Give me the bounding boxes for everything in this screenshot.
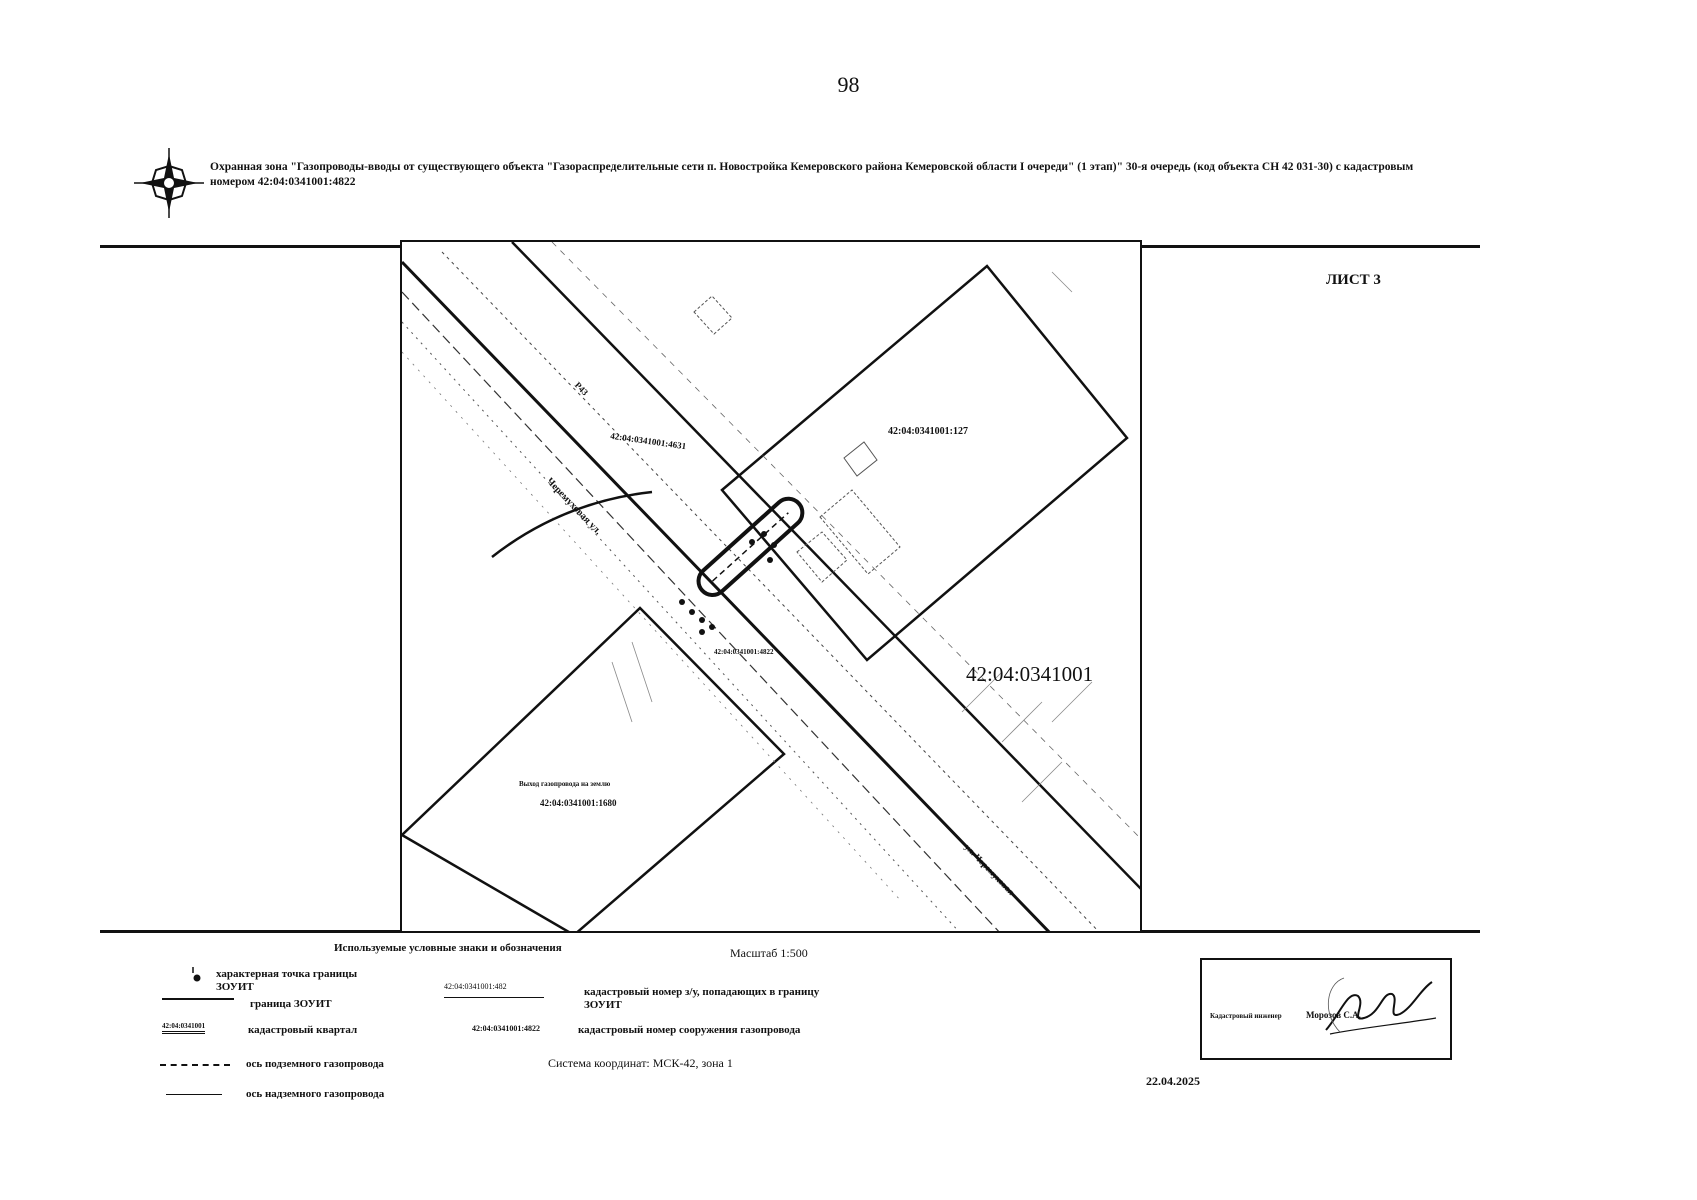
legend-heading: Используемые условные знаки и обозначени…	[334, 942, 562, 954]
document-title: Охранная зона "Газопроводы-вводы от суще…	[210, 161, 1414, 188]
north-arrow-icon	[134, 148, 204, 218]
zouit-boundary	[696, 496, 805, 598]
overground-axis-sample	[166, 1094, 222, 1095]
parcel-bottom-outline	[402, 606, 786, 931]
coordinate-system: Система координат: МСК-42, зона 1	[548, 1056, 733, 1070]
parcel-bottom-label: 42:04:0341001:1680	[540, 798, 617, 808]
quarter-label: 42:04:0341001	[966, 662, 1094, 686]
scale-label: Масштаб 1:500	[730, 946, 808, 960]
cadastral-map	[402, 242, 1140, 931]
legend-item-underground: ось подземного газопровода	[246, 1058, 384, 1070]
stamp-label: Кадастровый инженер	[1210, 1012, 1282, 1020]
legend-item-structure: кадастровый номер сооружения газопровода	[578, 1024, 801, 1036]
parcel-top-outline	[720, 264, 1129, 662]
legend-item-boundary: граница ЗОУИТ	[250, 998, 332, 1010]
legend-item-quarter: кадастровый квартал	[248, 1024, 358, 1036]
legend-item-point: характерная точка границы ЗОУИТ	[216, 968, 358, 993]
structure-number-sample: 42:04:0341001:4822	[472, 1024, 540, 1033]
legend-item-parcel: кадастровый номер з/у, попадающих в гран…	[584, 986, 820, 1011]
boundary-line-sample	[162, 998, 234, 1000]
parcel-number-sample: 42:04:0341001:482	[444, 982, 544, 998]
map-frame: 42:04:0341001:127 42:04:0341001:4631 Чер…	[400, 240, 1142, 933]
legend-item-overground: ось надземного газопровода	[246, 1088, 385, 1100]
parcel-top-label: 42:04:0341001:127	[888, 426, 968, 437]
parcel-bottom-caption: Выход газопровода на землю	[519, 780, 611, 788]
stamp-date: 22.04.2025	[1146, 1074, 1200, 1088]
signature-stamp: Кадастровый инженер Морозов С.А.	[1200, 958, 1452, 1060]
underground-axis-sample	[160, 1064, 230, 1066]
structure-number-label: 42:04:0341001:4822	[714, 648, 774, 656]
sheet-label: ЛИСТ 3	[1326, 272, 1381, 288]
signature-icon	[1325, 977, 1437, 1035]
characteristic-point-icon	[192, 967, 201, 982]
quarter-sample: 42:04:0341001	[162, 1022, 206, 1034]
page-number: 98	[837, 72, 860, 97]
stamp-name: Морозов С.А.	[1306, 1010, 1361, 1020]
